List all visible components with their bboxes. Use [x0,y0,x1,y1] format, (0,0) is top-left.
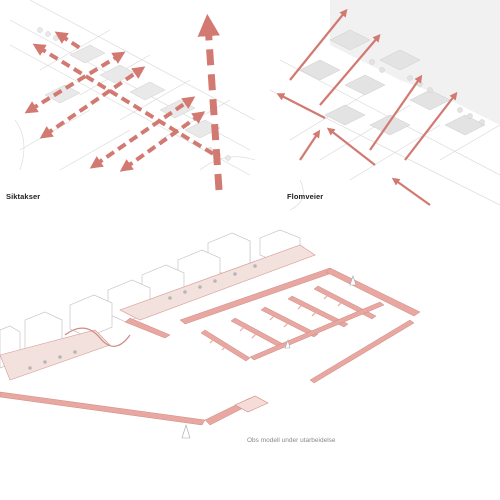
floodway-arrow [276,93,326,119]
floodway-arrow [404,91,458,161]
pier-kiosk [234,395,269,413]
model-details [28,264,257,370]
floodways-buildings [299,29,486,136]
shoreline [64,327,131,347]
sightline-arrow [54,31,82,50]
floodway-arrow [319,33,381,106]
floodway-arrow [391,177,431,206]
sailboats [181,275,357,439]
sightline-arrow [119,111,206,172]
sightlines-label: Siktakser [6,192,41,201]
model-note: Obs modell under utarbeidelse [247,437,336,444]
floodway-arrow [289,8,348,81]
floodway-arrow [369,74,423,151]
floodway-arrow [326,127,376,166]
model-buildings [0,229,301,369]
sightline-arrows [24,13,223,191]
sightline-arrow-main [197,13,223,191]
floodway-arrows [276,8,458,206]
floodways-label: Flomveier [287,192,324,201]
floodway-arrow [299,129,321,161]
dock-posts [209,292,345,351]
model-terraces [0,244,316,381]
